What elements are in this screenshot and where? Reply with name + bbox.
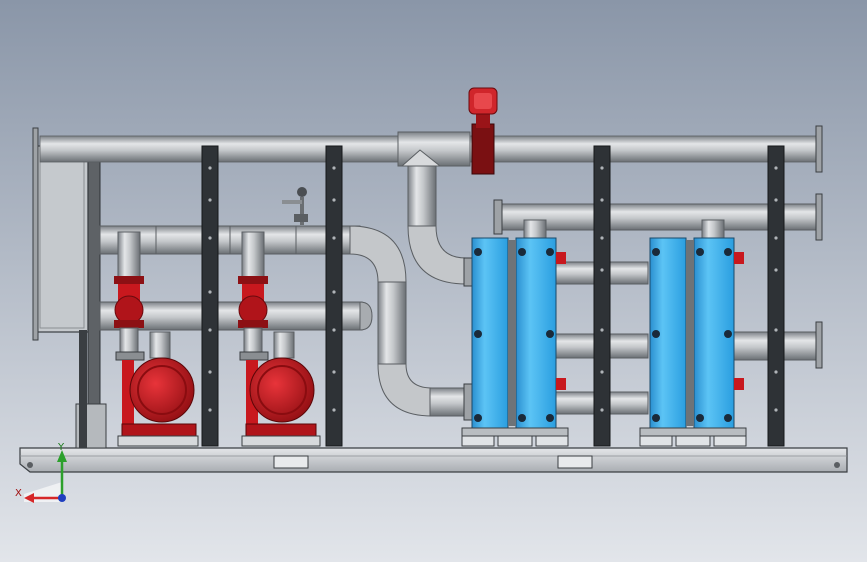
heat-exchanger-2 bbox=[639, 237, 747, 447]
axis-triad: Y X bbox=[15, 442, 67, 503]
secondary-header-pipe bbox=[493, 193, 823, 243]
frame-columns bbox=[201, 145, 785, 447]
y-axis-label: Y bbox=[57, 442, 65, 453]
pump-1 bbox=[114, 231, 199, 447]
flow-meter bbox=[468, 87, 498, 175]
tee-pipe bbox=[397, 131, 475, 287]
base-skid bbox=[19, 447, 848, 473]
pressure-gauge bbox=[282, 187, 308, 225]
x-axis-label: X bbox=[15, 488, 22, 499]
pump-2 bbox=[238, 231, 321, 447]
heat-exchanger-1 bbox=[461, 237, 569, 447]
upper-manifold-pipe bbox=[99, 225, 475, 421]
frame-bolts bbox=[208, 166, 778, 412]
